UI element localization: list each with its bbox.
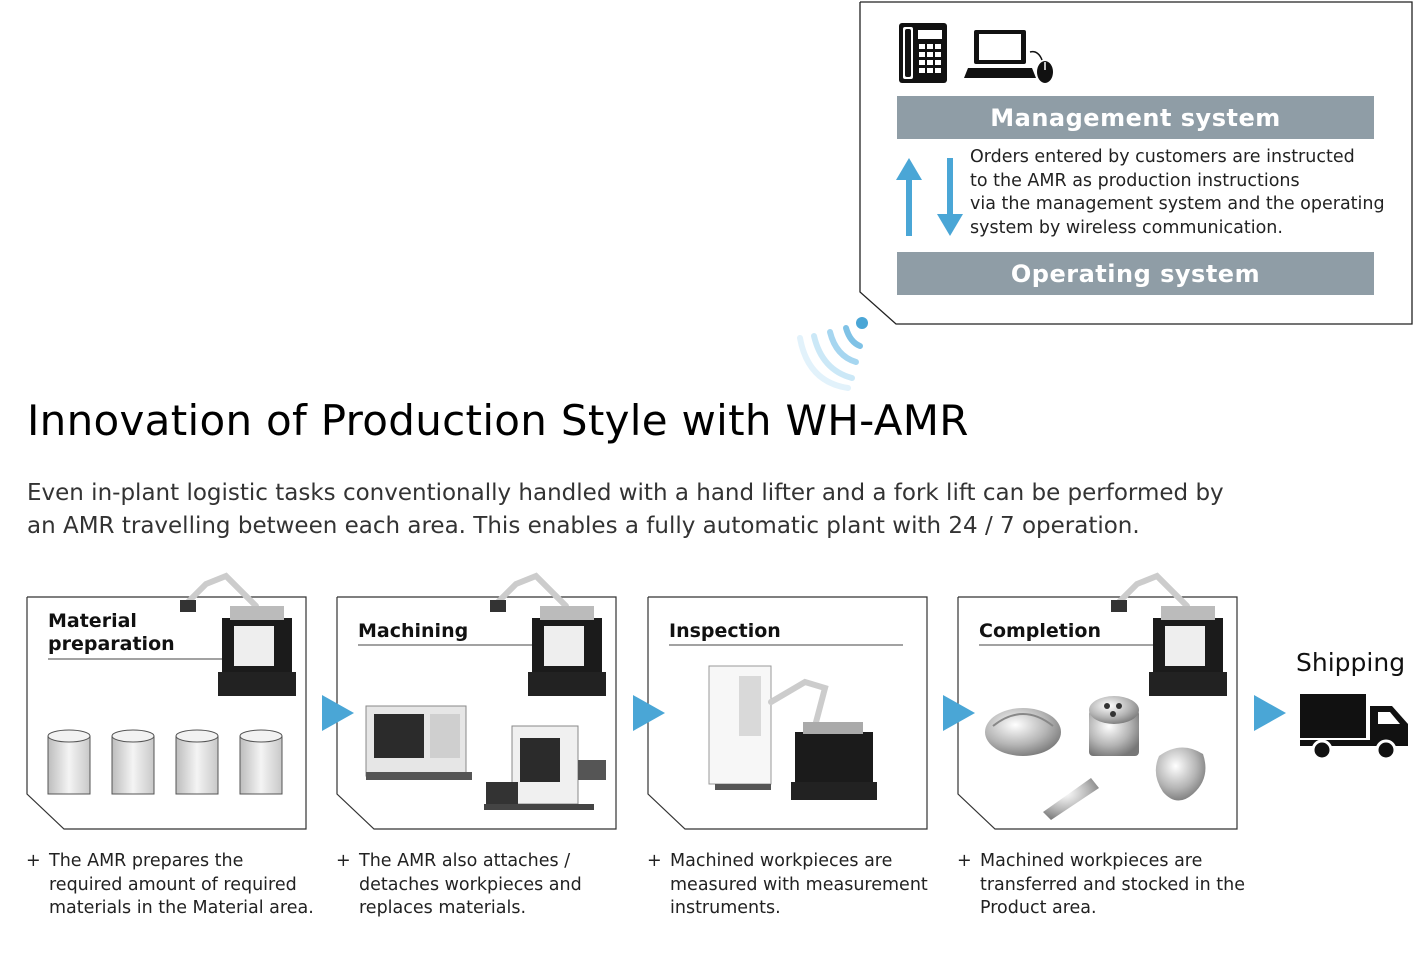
mouse-icon [1029,50,1053,83]
material-cylinder-icon [111,729,155,795]
wireless-signal-icon [797,317,868,391]
workpiece-icon [1155,747,1206,801]
step-machining: Machining [336,572,618,830]
workpiece-icon [1089,696,1139,756]
workpieces [985,696,1206,820]
telephone-icon [899,23,947,83]
step-title: Material preparation [48,610,175,656]
machine-tool-icon [484,725,606,810]
down-arrow-icon [937,158,963,236]
amr-robot-icon [490,572,606,696]
laptop-icon [964,30,1036,78]
intro-text: Even in-plant logistic tasks conventiona… [27,480,1224,539]
step-completion: Completion [957,572,1239,830]
operating-system-bar: Operating system [897,252,1374,295]
next-step-arrow-icon [322,695,354,731]
system-panel-frame [859,1,1413,325]
step-description-text: Machined workpieces are transferred and … [980,851,1246,918]
up-arrow-icon [896,158,922,236]
step-description-text: Machined workpieces are measured with me… [670,851,928,918]
bullet: + [957,851,972,871]
step-title-line1: Material [48,610,137,632]
step-title: Machining [358,620,469,642]
material-cylinder-icon [175,729,219,795]
amr-robot-icon [180,572,296,696]
material-cylinders [47,729,283,795]
step-description-text: The AMR also attaches / detaches workpie… [359,851,582,918]
shipping-label: Shipping [1296,648,1406,677]
step-material-preparation: Material preparation [26,572,308,830]
next-step-arrow-icon [633,695,665,731]
measurement-instrument-icon [708,665,877,800]
system-description: Orders entered by customers are instruct… [970,147,1385,238]
step-frame [336,596,617,830]
truck-icon [1300,694,1408,761]
amr-robot-icon [1111,572,1227,696]
step-title-line2: preparation [48,633,175,655]
machine-tool-icon [365,705,472,780]
next-step-arrow-icon [1254,695,1286,731]
management-system-bar: Management system [897,96,1374,139]
workpiece-icon [985,708,1061,756]
workpiece-icon [1043,778,1099,820]
step-frame [647,596,928,830]
material-cylinder-icon [239,729,283,795]
step-frame [957,596,1238,830]
step-frame [26,596,307,830]
bullet: + [26,851,41,871]
next-step-arrow-icon [943,695,975,731]
up-down-arrows [896,158,963,236]
material-cylinder-icon [47,729,91,795]
system-panel: Management system Orders entered by cust… [0,0,1416,330]
page-title: Innovation of Production Style with WH-A… [27,396,969,445]
step-title: Completion [979,620,1101,642]
bullet: + [647,851,662,871]
step-description-text: The AMR prepares the required amount of … [49,851,314,918]
step-inspection: Inspection [647,596,929,830]
step-title: Inspection [669,620,781,642]
bullet: + [336,851,351,871]
